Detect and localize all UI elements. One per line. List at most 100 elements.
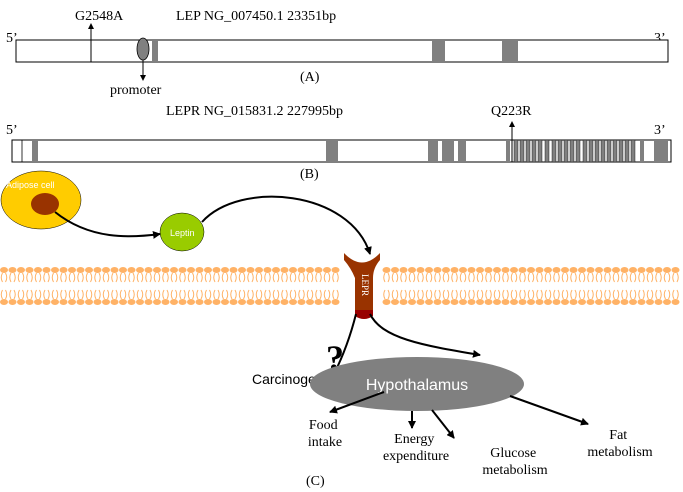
lipid-tail bbox=[655, 272, 658, 283]
lep-exon-3 bbox=[502, 40, 518, 62]
lepr-exon-cluster-item bbox=[525, 139, 531, 163]
lipid-tail bbox=[281, 272, 284, 283]
lipid-tail bbox=[192, 272, 195, 283]
lipid-head bbox=[204, 299, 212, 305]
lipid-head bbox=[331, 299, 340, 305]
lipid-tail bbox=[553, 289, 556, 300]
lipid-head bbox=[637, 299, 646, 305]
lipid-head bbox=[612, 267, 620, 273]
lipid-tail bbox=[489, 272, 492, 283]
lipid-tail bbox=[455, 289, 458, 300]
lipid-tail bbox=[311, 289, 314, 300]
lipid-tail bbox=[493, 272, 496, 283]
lepr-exon-last-a bbox=[640, 140, 644, 162]
lipid-tail bbox=[260, 289, 263, 300]
lipid-tail bbox=[128, 289, 131, 300]
lipid-tail bbox=[659, 289, 662, 300]
lipid-head bbox=[85, 267, 93, 273]
lipid-head bbox=[68, 299, 76, 305]
promoter-region bbox=[136, 37, 150, 61]
lipid-tail bbox=[17, 289, 20, 300]
lipid-tail bbox=[81, 272, 84, 283]
lipid-tail bbox=[391, 289, 394, 300]
lipid-tail bbox=[629, 272, 632, 283]
lipid-head bbox=[314, 267, 323, 273]
lipid-tail bbox=[532, 272, 535, 283]
lipid-tail bbox=[417, 272, 420, 283]
lipid-head bbox=[629, 267, 637, 273]
lipid-tail bbox=[396, 272, 399, 283]
lipid-tail bbox=[464, 272, 467, 283]
lipid-tail bbox=[413, 289, 416, 300]
lipid-head bbox=[433, 299, 442, 305]
lipid-tail bbox=[532, 289, 535, 300]
lep-exon-1 bbox=[152, 40, 158, 62]
lipid-tail bbox=[553, 272, 556, 283]
lipid-head bbox=[527, 299, 535, 305]
lepr-exon-3 bbox=[428, 140, 438, 162]
lipid-head bbox=[323, 299, 331, 305]
lipid-head bbox=[42, 267, 51, 273]
lipid-tail bbox=[570, 272, 573, 283]
lipid-tail bbox=[217, 289, 220, 300]
lipid-head bbox=[51, 267, 59, 273]
lipid-head bbox=[603, 267, 612, 273]
lepr-exon-1 bbox=[32, 140, 38, 162]
lipid-head bbox=[527, 267, 535, 273]
glucose-metabolism-label: Glucose metabolism bbox=[482, 446, 547, 478]
lipid-head bbox=[612, 299, 620, 305]
lep-exon-2 bbox=[432, 40, 445, 62]
lipid-tail bbox=[179, 272, 182, 283]
lipid-head bbox=[671, 267, 680, 273]
lipid-tail bbox=[200, 289, 203, 300]
lipid-tail bbox=[430, 272, 433, 283]
lipid-head bbox=[25, 299, 34, 305]
lipid-tail bbox=[642, 289, 645, 300]
lipid-head bbox=[34, 267, 42, 273]
lipid-tail bbox=[502, 272, 505, 283]
lipid-head bbox=[663, 299, 671, 305]
lipid-head bbox=[595, 267, 603, 273]
lipid-tail bbox=[583, 272, 586, 283]
lipid-head bbox=[238, 299, 246, 305]
panel-a-label: (A) bbox=[300, 70, 320, 85]
lipid-head bbox=[85, 299, 93, 305]
lipid-head bbox=[484, 267, 493, 273]
lepr-exon-4 bbox=[442, 140, 454, 162]
lepr-exon-cluster-item bbox=[612, 139, 618, 163]
lipid-tail bbox=[9, 272, 12, 283]
lipid-tail bbox=[319, 289, 322, 300]
lipid-tail bbox=[451, 272, 454, 283]
arrow-fat-metabolism bbox=[509, 395, 589, 426]
lipid-tail bbox=[634, 272, 637, 283]
lipid-head bbox=[408, 267, 416, 273]
lipid-tail bbox=[162, 272, 165, 283]
lipid-tail bbox=[315, 289, 318, 300]
lipid-tail bbox=[183, 289, 186, 300]
lipid-tail bbox=[73, 272, 76, 283]
lepr-exon-cluster-item bbox=[588, 139, 594, 163]
lipid-tail bbox=[196, 289, 199, 300]
lipid-tail bbox=[268, 289, 271, 300]
lepr-exon-cluster-item bbox=[624, 139, 630, 163]
lipid-tail bbox=[183, 272, 186, 283]
lipid-tail bbox=[587, 272, 590, 283]
lipid-tail bbox=[115, 289, 118, 300]
lipid-head bbox=[272, 299, 280, 305]
lipid-head bbox=[212, 299, 221, 305]
lipid-tail bbox=[421, 289, 424, 300]
lipid-tail bbox=[145, 289, 148, 300]
lipid-tail bbox=[519, 289, 522, 300]
lipid-head bbox=[297, 267, 306, 273]
lipid-tail bbox=[617, 289, 620, 300]
lipid-tail bbox=[523, 289, 526, 300]
lipid-tail bbox=[574, 272, 577, 283]
lipid-head bbox=[544, 299, 552, 305]
lipid-head bbox=[59, 299, 68, 305]
lipid-head bbox=[187, 267, 195, 273]
lipid-head bbox=[569, 299, 578, 305]
lipid-head bbox=[442, 267, 450, 273]
lipid-tail bbox=[64, 289, 67, 300]
lipid-tail bbox=[536, 289, 539, 300]
hypothalamus-label: Hypothalamus bbox=[366, 377, 468, 394]
